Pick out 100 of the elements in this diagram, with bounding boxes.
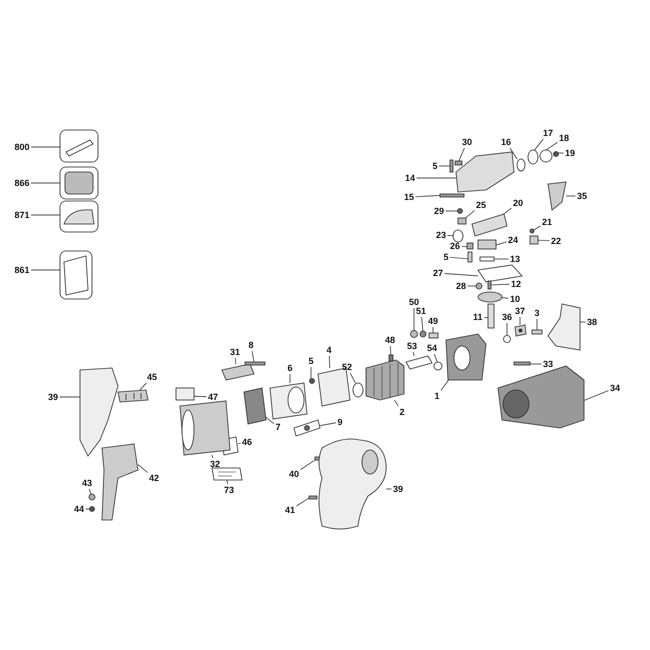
callout-number: 51 (416, 306, 426, 316)
terminal-drawing (388, 354, 394, 362)
callout-number: 13 (510, 254, 520, 264)
leader-line (510, 148, 518, 160)
callout-number: 48 (385, 335, 396, 345)
nut-drawing (420, 330, 426, 338)
leader-line (434, 354, 438, 362)
leader-line (194, 396, 207, 398)
pin-drawing (244, 362, 266, 366)
callout-number: 27 (433, 268, 444, 278)
callout-number: 22 (551, 236, 562, 246)
switch-drawing (118, 390, 148, 402)
leader-line (266, 416, 274, 424)
key-drawing (454, 160, 462, 166)
callout-number: 20 (513, 198, 524, 208)
callout-number: 9 (338, 417, 343, 427)
callout-number: 5 (432, 161, 438, 171)
washer-drawing (516, 158, 526, 172)
brush-holder-drawing (244, 388, 266, 424)
gasket-drawing (477, 264, 523, 282)
callout-number: 10 (510, 294, 520, 304)
pin-drawing (440, 194, 464, 198)
callout-number: 866 (14, 178, 30, 188)
leader-line (296, 498, 310, 506)
callout-number: 16 (501, 137, 512, 147)
bracket-drawing (405, 356, 433, 370)
pin-drawing (514, 362, 530, 366)
screw-drawing (89, 506, 95, 512)
leader-line (350, 372, 356, 384)
callout-number: 5 (444, 252, 449, 262)
callout-number: 25 (476, 200, 486, 210)
callout-number: 45 (147, 372, 158, 382)
callout-number: 30 (462, 137, 472, 147)
leader-line (252, 350, 254, 362)
gear-housing-drawing (456, 152, 514, 192)
leader-line (558, 152, 564, 154)
screw-drawing (308, 496, 318, 500)
callout-number: 34 (610, 383, 620, 393)
callout-number: 33 (543, 359, 554, 369)
callout-number: 7 (276, 422, 281, 432)
screw-drawing (309, 378, 315, 384)
callout-number: 42 (149, 473, 160, 483)
screw-drawing (553, 151, 559, 157)
bushing-drawing (476, 282, 482, 290)
callout-number: 12 (511, 279, 522, 289)
callout-number: 8 (248, 340, 254, 350)
leader-line (138, 464, 148, 473)
cap-drawing (410, 330, 418, 338)
callout-number: 23 (436, 230, 446, 240)
callout-number: 4 (326, 345, 332, 355)
leader-line (432, 326, 434, 334)
charger-drawing (60, 200, 98, 232)
plunger-drawing (472, 214, 508, 236)
leader-line (235, 358, 236, 364)
screw-drawing (450, 160, 454, 172)
leader-line (484, 317, 488, 318)
leader-line (538, 240, 550, 242)
leader-line (300, 460, 316, 470)
callout-number: 17 (543, 128, 554, 138)
callout-number: 24 (508, 235, 518, 245)
ball-drawing (457, 208, 463, 214)
callout-number: 54 (427, 343, 438, 353)
callout-number: 1 (434, 391, 440, 401)
callout-number: 41 (285, 505, 296, 515)
ball-drawing (530, 228, 534, 234)
leader-line (59, 396, 80, 398)
cover-drawing (548, 182, 566, 211)
leader-line (320, 422, 336, 426)
callout-number: 73 (224, 485, 234, 495)
label-drawing (176, 388, 194, 400)
leader-line (503, 208, 512, 214)
callout-number: 40 (289, 469, 300, 479)
gear-drawing (478, 292, 502, 302)
blade-guard-drawing (498, 366, 584, 428)
leader-line (502, 297, 509, 299)
clamp-drawing (530, 236, 538, 244)
callout-number: 871 (14, 210, 30, 220)
housing-half-drawing (80, 368, 118, 457)
callout-number: 14 (405, 173, 416, 183)
callout-number: 3 (534, 308, 540, 318)
leader-line (445, 210, 458, 212)
callout-number: 38 (587, 317, 598, 327)
nut-drawing (88, 494, 96, 500)
motor-housing-drawing (180, 400, 230, 456)
callout-number: 39 (393, 484, 404, 494)
screw-drawing (488, 280, 492, 290)
leader-line (534, 226, 541, 230)
label-drawing (212, 468, 242, 480)
callout-number: 39 (48, 392, 58, 402)
leader-line (506, 322, 508, 336)
leader-line (412, 352, 414, 356)
callout-number: 11 (473, 312, 483, 322)
leader-line (88, 488, 92, 494)
leader-line (310, 366, 312, 379)
callout-number: 43 (82, 478, 92, 488)
leader-line (211, 454, 214, 458)
leader-line (394, 400, 399, 406)
leader-line (30, 146, 60, 148)
leader-line (238, 442, 241, 444)
leader-line (458, 148, 465, 162)
